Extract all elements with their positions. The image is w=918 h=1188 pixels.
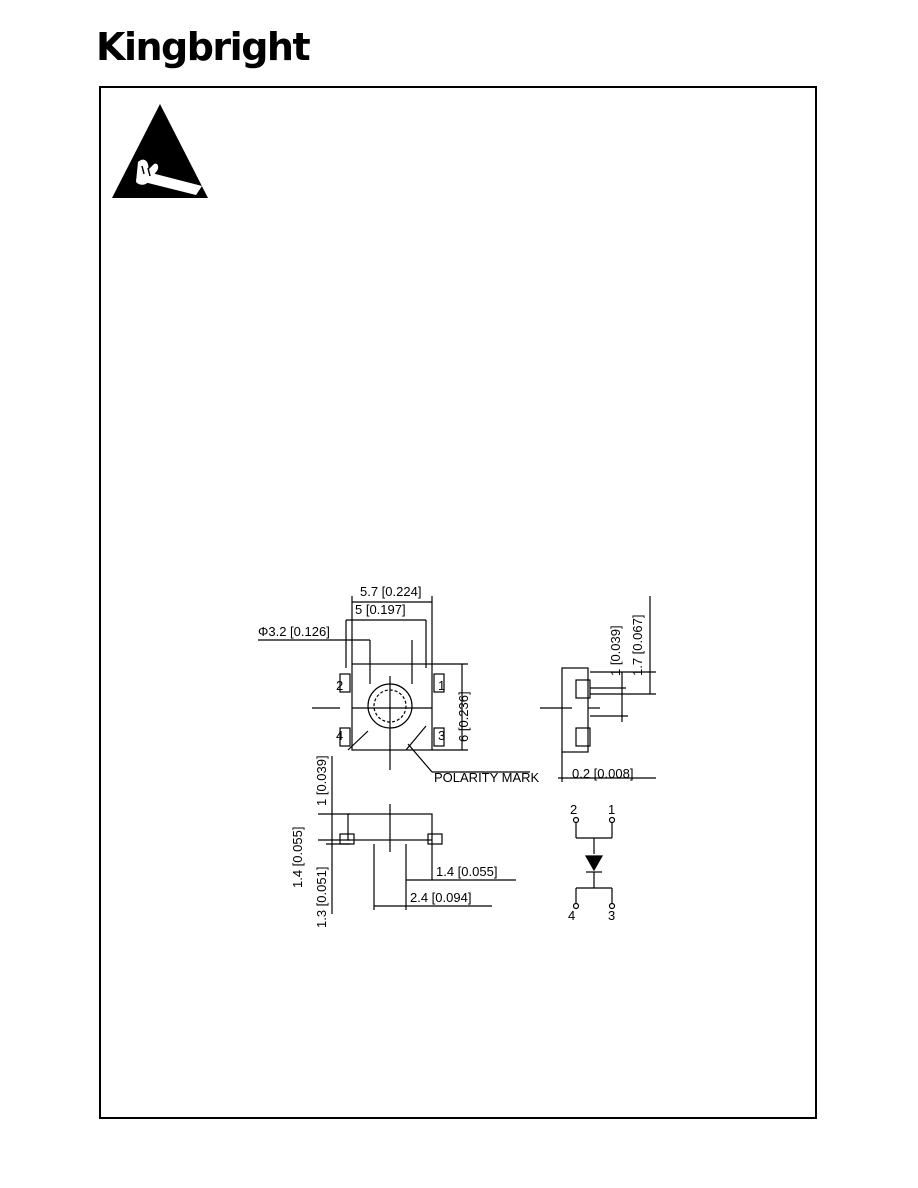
schematic-pin-2: 2 [570, 802, 577, 817]
page-frame [99, 86, 817, 1119]
brand-logo: Kingbright [96, 25, 311, 69]
esd-warning-icon [112, 104, 208, 198]
top-view [258, 596, 530, 773]
package-outline-drawing: 5.7 [0.224] 5 [0.197] Φ3.2 [0.126] 6 [0.… [258, 584, 656, 928]
dim-width-body: 5 [0.197] [355, 602, 406, 617]
polarity-mark-label: POLARITY MARK [434, 770, 540, 785]
dim-lens-diameter: Φ3.2 [0.126] [258, 624, 330, 639]
schematic-pin-1: 1 [608, 802, 615, 817]
top-pin-3: 3 [438, 728, 445, 743]
dim-total-height: 1.7 [0.067] [630, 615, 645, 676]
dim-height: 6 [0.236] [456, 691, 471, 742]
schematic-pin-4: 4 [568, 908, 575, 923]
top-pin-1: 1 [438, 678, 445, 693]
top-pin-4: 4 [336, 728, 343, 743]
led-schematic [572, 816, 616, 910]
dim-front-pitch: 2.4 [0.094] [410, 890, 471, 905]
dim-front-lower: 1.3 [0.051] [314, 867, 329, 928]
schematic-pin-3: 3 [608, 908, 615, 923]
dim-front-body: 1.4 [0.055] [290, 827, 305, 888]
side-view [540, 596, 656, 782]
dim-front-pad: 1.4 [0.055] [436, 864, 497, 879]
dim-lead-thickness: 0.2 [0.008] [572, 766, 633, 781]
top-pin-2: 2 [336, 678, 343, 693]
dim-lens-offset: 1 [0.039] [608, 625, 623, 676]
dim-front-upper: 1 [0.039] [314, 755, 329, 806]
dim-width-overall: 5.7 [0.224] [360, 584, 421, 599]
front-view [318, 756, 516, 914]
